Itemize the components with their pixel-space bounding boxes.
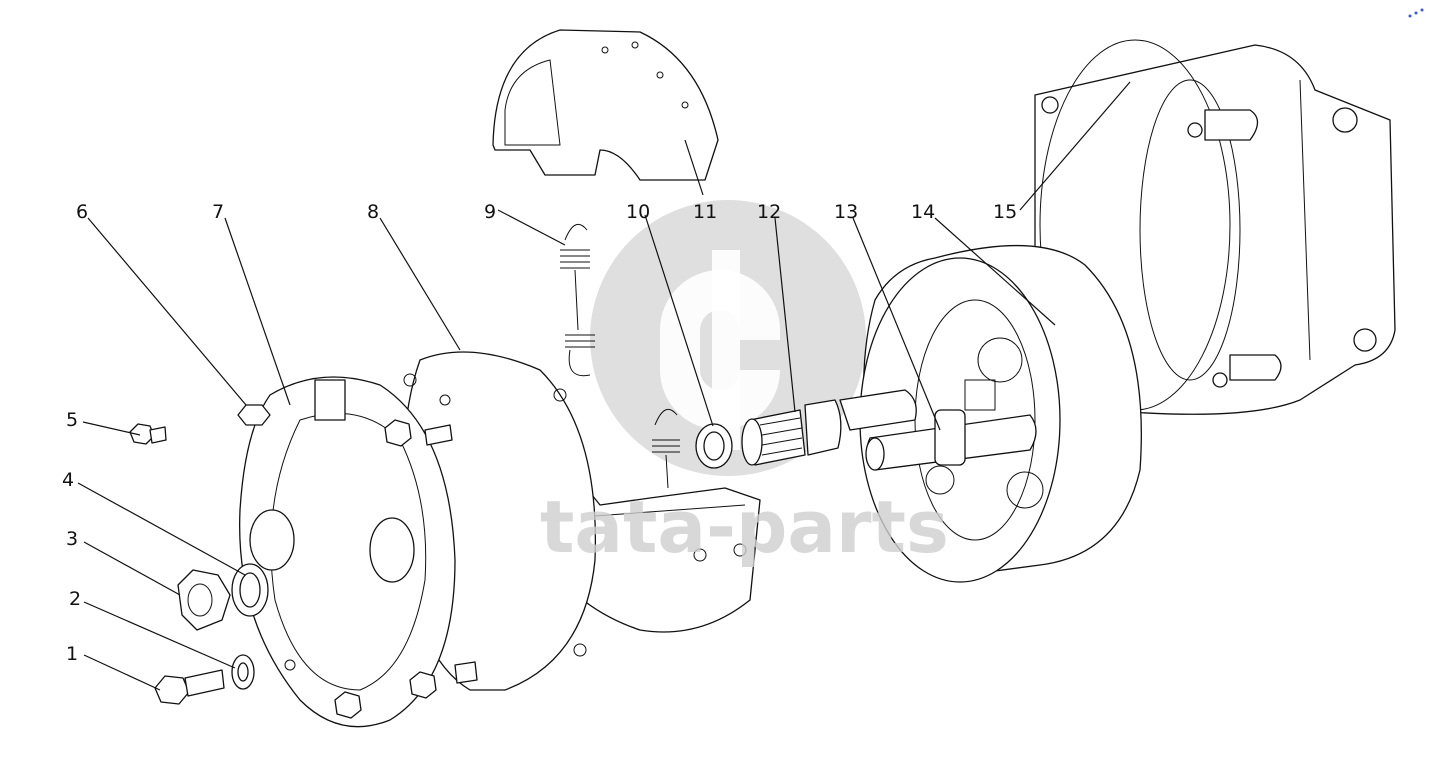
callout-11: 11 (693, 201, 717, 223)
part-4-spring-washer (231, 563, 269, 617)
part-6-bolt (237, 404, 271, 426)
callout-1: 1 (66, 643, 78, 665)
leader-15 (1019, 81, 1131, 211)
part-7-cover-plate (238, 376, 456, 728)
leader-3 (83, 541, 181, 596)
leader-2 (83, 601, 236, 669)
callout-15: 15 (993, 201, 1017, 223)
part-3-nut (177, 569, 231, 631)
callout-6: 6 (76, 201, 88, 223)
callout-12: 12 (757, 201, 781, 223)
callout-10: 10 (626, 201, 650, 223)
callout-14: 14 (911, 201, 935, 223)
callout-4: 4 (62, 469, 74, 491)
leader-10 (644, 214, 714, 427)
leader-5 (82, 421, 141, 436)
leader-14 (934, 217, 1056, 326)
leader-12 (774, 217, 796, 413)
callout-8: 8 (367, 201, 379, 223)
watermark-logo (590, 200, 866, 476)
part-11-upper-shoe (492, 29, 719, 181)
leader-9 (497, 209, 566, 246)
callout-9: 9 (484, 201, 496, 223)
leader-7 (224, 217, 291, 406)
callout-labels: 1 2 3 4 5 6 7 8 9 10 11 12 13 14 15 (62, 201, 1017, 665)
part-9-upper-spring (560, 223, 595, 377)
corner-mark-icon (1408, 8, 1424, 18)
leader-4 (77, 482, 246, 576)
leader-6 (87, 217, 247, 406)
part-15-housing (1034, 39, 1396, 415)
callout-5: 5 (66, 409, 78, 431)
part-5-small-bolt (129, 423, 167, 445)
part-12-splined-shaft (741, 399, 842, 466)
callout-3: 3 (66, 528, 78, 550)
leader-1 (83, 654, 161, 691)
callout-13: 13 (834, 201, 858, 223)
leader-11 (684, 139, 704, 196)
callout-2: 2 (69, 588, 81, 610)
callout-7: 7 (212, 201, 224, 223)
part-1-long-bolt (154, 669, 225, 705)
part-10-washer (695, 423, 733, 469)
watermark-text: tata-parts (540, 485, 949, 569)
part-lower-spring (652, 408, 680, 489)
leader-lines (77, 81, 1131, 691)
leader-8 (379, 217, 461, 351)
part-13-shaft (839, 389, 1037, 471)
leader-13 (852, 217, 941, 431)
part-cover-studs (334, 419, 478, 719)
part-2-washer (231, 654, 255, 690)
